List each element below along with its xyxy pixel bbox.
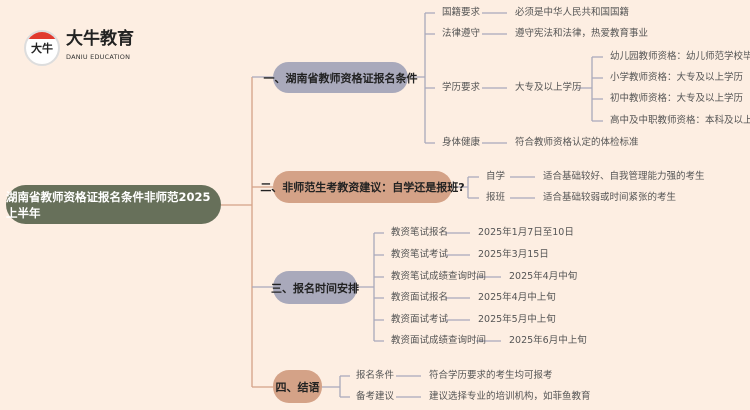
logo-mark: 大牛	[24, 30, 60, 66]
node-label[interactable]: 国籍要求	[442, 7, 481, 18]
node-label[interactable]: 报班	[486, 192, 506, 203]
sub-node: 初中教师资格：大专及以上学历	[610, 93, 744, 104]
node-value: 符合教师资格认定的体检标准	[515, 137, 639, 148]
node-value: 2025年1月7日至10日	[478, 227, 574, 238]
node-label[interactable]: 教资笔试成绩查询时间	[391, 271, 487, 282]
node-label[interactable]: 法律遵守	[442, 28, 481, 39]
node-label[interactable]: 自学	[486, 171, 506, 182]
root-node[interactable]: 湖南省教师资格证报名条件非师范2025上半年	[6, 185, 221, 224]
node-label[interactable]: 身体健康	[442, 137, 481, 148]
node-label[interactable]: 教资笔试报名	[391, 227, 449, 238]
node-value: 2025年6月中上旬	[509, 335, 587, 346]
sub-node: 幼儿园教师资格：幼儿师范学校毕业	[610, 51, 750, 62]
logo-mark-text: 大牛	[31, 42, 53, 55]
sub-node: 小学教师资格：大专及以上学历	[610, 72, 744, 83]
branch-4[interactable]: 四、结语	[273, 370, 322, 403]
node-label[interactable]: 报名条件	[356, 370, 395, 381]
node-value: 符合学历要求的考生均可报考	[429, 370, 553, 381]
node-label[interactable]: 教资面试考试	[391, 314, 449, 325]
branch-1[interactable]: 一、湖南省教师资格证报名条件	[264, 62, 418, 93]
node-value: 遵守宪法和法律，热爱教育事业	[515, 28, 649, 39]
node-value: 适合基础较好、自我管理能力强的考生	[543, 171, 705, 182]
node-value: 2025年3月15日	[478, 249, 549, 260]
node-value[interactable]: 大专及以上学历	[515, 82, 582, 93]
node-label[interactable]: 教资面试报名	[391, 292, 449, 303]
logo-en: DANIU EDUCATION	[66, 53, 131, 61]
node-value: 2025年4月中旬	[509, 271, 578, 282]
node-label[interactable]: 备考建议	[356, 391, 395, 402]
node-value: 2025年5月中上旬	[478, 314, 556, 325]
node-value: 适合基础较弱或时间紧张的考生	[543, 192, 677, 203]
node-value: 建议选择专业的培训机构，如菲鱼教育	[429, 391, 591, 402]
node-label[interactable]: 教资笔试考试	[391, 249, 449, 260]
logo-name: 大牛教育	[66, 29, 134, 49]
node-label[interactable]: 学历要求	[442, 82, 481, 93]
node-value: 2025年4月中上旬	[478, 292, 556, 303]
sub-node: 高中及中职教师资格：本科及以上学历	[610, 115, 750, 126]
branch-2[interactable]: 二、非师范生考教资建议：自学还是报班?	[260, 171, 465, 203]
node-value: 必须是中华人民共和国国籍	[515, 7, 630, 18]
node-label[interactable]: 教资面试成绩查询时间	[391, 335, 487, 346]
branch-3[interactable]: 三、报名时间安排	[271, 271, 359, 304]
logo: 大牛 大牛教育 DANIU EDUCATION	[24, 30, 134, 66]
